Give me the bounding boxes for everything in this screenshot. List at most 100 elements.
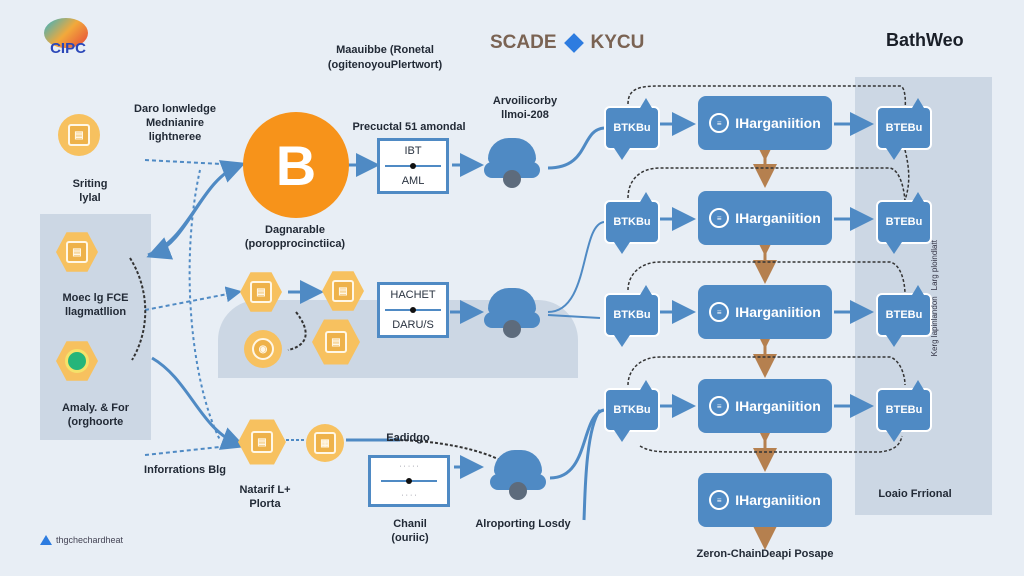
row1-node-caption-1: Arvoilicorby bbox=[492, 95, 558, 107]
footer-logo: thgchechardheat bbox=[40, 535, 123, 545]
row3-hex-caption-1: Natarif L+ bbox=[239, 484, 291, 496]
block-label: IHarganiition bbox=[735, 115, 821, 131]
center-title-right: KYCU bbox=[590, 32, 645, 53]
center-title: SCADE KYCU bbox=[490, 32, 644, 54]
block-label: IHarganiition bbox=[735, 210, 821, 226]
top-caption-1: Daro lonwledge bbox=[134, 103, 216, 115]
pipeline-block-3[interactable]: ≡ IHarganiition bbox=[698, 285, 832, 339]
row1-box-title: Precuctal 51 amondal bbox=[352, 121, 466, 133]
row3-node-caption: Alroporting Losdy bbox=[475, 518, 571, 530]
ibt-aml-box[interactable]: IBT AML bbox=[377, 138, 449, 194]
left-bubble-1[interactable]: BTKBu bbox=[604, 98, 660, 160]
right-bubble-2[interactable]: BTEBu bbox=[876, 192, 932, 254]
camera-icon: ◉ bbox=[252, 338, 274, 360]
document-icon: ▤ bbox=[66, 241, 88, 263]
wire bbox=[151, 356, 246, 450]
subtitle-line-2: (ogitenoyouPlertwort) bbox=[327, 59, 443, 71]
coin-icon: ≡ bbox=[709, 208, 730, 228]
right-bubble-4[interactable]: BTEBu bbox=[876, 380, 932, 442]
wire bbox=[144, 159, 241, 166]
pipeline-bottom-caption: Zeron-ChainDeapi Posape bbox=[696, 548, 834, 560]
block-label: IHarganiition bbox=[735, 398, 821, 414]
bottom-left-caption: Inforrations Blg bbox=[144, 464, 226, 476]
box-top-text: HACHET bbox=[390, 289, 436, 301]
pipeline-block-2[interactable]: ≡ IHarganiition bbox=[698, 191, 832, 245]
block-label: IHarganiition bbox=[735, 492, 821, 508]
row3-hex-caption-2: Plorta bbox=[249, 498, 281, 510]
wire bbox=[627, 261, 906, 296]
center-title-left: SCADE bbox=[490, 32, 557, 53]
document-icon: ▤ bbox=[251, 431, 273, 453]
row1-node[interactable] bbox=[484, 138, 540, 188]
bitcoin-caption-2: (poropprocinctiica) bbox=[244, 238, 346, 250]
wire bbox=[144, 286, 242, 311]
bitcoin-node[interactable]: B bbox=[243, 112, 349, 218]
wire bbox=[129, 257, 147, 361]
chanil-box[interactable]: · · · · · · · · · bbox=[368, 455, 450, 507]
row2-hex-3[interactable]: ◉ bbox=[244, 330, 282, 368]
panel-node-1-label-1: Moec lg FCE bbox=[62, 292, 129, 304]
document-icon: ▤ bbox=[250, 281, 272, 303]
right-panel-vertical-text: Kerg lapinlandon Larg ploindlatt bbox=[930, 240, 939, 356]
grid-icon: ▦ bbox=[314, 432, 336, 454]
box-bottom-text: AML bbox=[401, 175, 425, 187]
row2-node[interactable] bbox=[484, 288, 540, 338]
top-caption-2: Mednianire bbox=[145, 117, 205, 129]
wire bbox=[547, 126, 605, 170]
row1-node-caption-2: llmoi-208 bbox=[501, 109, 549, 121]
wire bbox=[547, 221, 605, 313]
wire bbox=[144, 444, 239, 456]
writing-node[interactable]: ▤ bbox=[58, 114, 100, 156]
top-caption-3: lightneree bbox=[148, 131, 202, 143]
box-bottom-text: · · · · bbox=[401, 492, 417, 499]
divider bbox=[385, 307, 441, 313]
writing-label-1: Sriting bbox=[72, 178, 108, 190]
logo-text: CIPC bbox=[50, 40, 86, 57]
divider bbox=[381, 478, 437, 484]
left-bubble-2[interactable]: BTKBu bbox=[604, 192, 660, 254]
divider bbox=[385, 163, 441, 169]
row3-box-caption-1: Chanil bbox=[393, 518, 427, 530]
right-bubble-1[interactable]: BTEBu bbox=[876, 98, 932, 160]
row3-box-label: Eadidgo bbox=[386, 432, 430, 444]
panel-node-1-label-2: llagmatllion bbox=[64, 306, 127, 318]
box-bottom-text: DARU/S bbox=[392, 319, 434, 331]
panel-node-2-label-1: Amaly. & For bbox=[61, 402, 130, 414]
pipeline-block-5[interactable]: ≡ IHarganiition bbox=[698, 473, 832, 527]
document-icon: ▤ bbox=[325, 331, 347, 353]
vertical-text-2: Larg ploindlatt bbox=[930, 240, 939, 291]
row3-box-caption-2: (ouriic) bbox=[391, 532, 429, 544]
coin-icon: ≡ bbox=[709, 396, 730, 416]
right-bubble-3[interactable]: BTEBu bbox=[876, 285, 932, 347]
logo: CIPC bbox=[38, 18, 96, 62]
box-top-text: IBT bbox=[404, 145, 422, 157]
subtitle-line-1: Maauibbe (Ronetal bbox=[336, 44, 434, 56]
wire bbox=[627, 167, 906, 206]
left-bubble-3[interactable]: BTKBu bbox=[604, 285, 660, 347]
right-panel-caption: Loaio Frrional bbox=[878, 488, 952, 500]
footer-logo-icon bbox=[40, 535, 52, 545]
panel-node-2-label-2: (orghoorte bbox=[67, 416, 124, 428]
document-icon: ▤ bbox=[332, 280, 354, 302]
wire bbox=[582, 409, 602, 521]
coin-icon: ≡ bbox=[709, 302, 730, 322]
wire bbox=[627, 356, 906, 386]
hachet-box[interactable]: HACHET DARU/S bbox=[377, 282, 449, 338]
row3-node[interactable] bbox=[490, 450, 546, 500]
footer-logo-text: thgchechardheat bbox=[56, 535, 124, 545]
left-bubble-4[interactable]: BTKBu bbox=[604, 380, 660, 442]
document-icon: ▤ bbox=[68, 124, 90, 146]
target-icon bbox=[65, 349, 89, 373]
wire bbox=[547, 314, 601, 319]
wire bbox=[188, 169, 221, 441]
wire bbox=[287, 311, 307, 351]
block-label: IHarganiition bbox=[735, 304, 821, 320]
coin-icon: ≡ bbox=[709, 490, 730, 510]
pipeline-block-1[interactable]: ≡IHarganiition bbox=[698, 96, 832, 150]
writing-label-2: lylal bbox=[79, 192, 101, 204]
wire bbox=[627, 85, 907, 111]
pipeline-block-4[interactable]: ≡ IHarganiition bbox=[698, 379, 832, 433]
row3-hex-2[interactable]: ▦ bbox=[306, 424, 344, 462]
wire bbox=[146, 163, 241, 260]
